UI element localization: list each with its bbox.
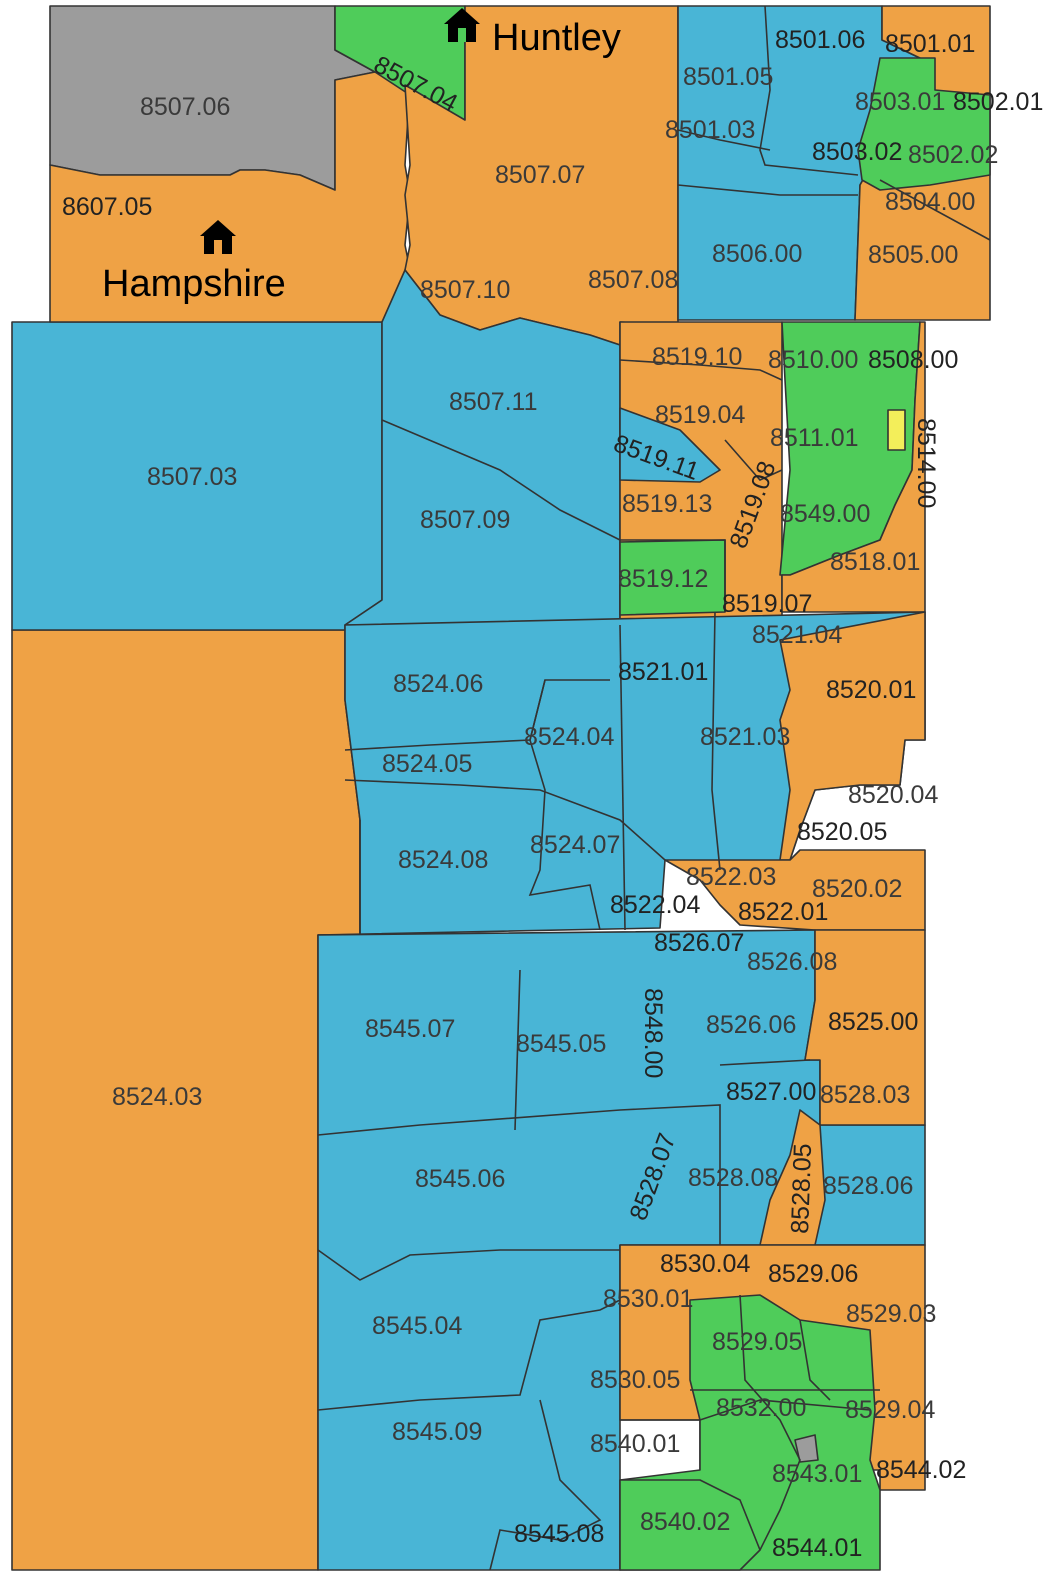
- tract-regions: [11, 5, 991, 1571]
- tract-label: 8527.00: [726, 1078, 816, 1106]
- tract-label: 8519.07: [722, 590, 812, 618]
- tract-label: 8524.05: [382, 750, 472, 778]
- tract-label: 8502.02: [908, 141, 998, 169]
- tract-label: 8525.00: [828, 1008, 918, 1036]
- tract-label: 8545.07: [365, 1015, 455, 1043]
- tract-label: 8510.00: [768, 346, 858, 374]
- tract-label: 8507.03: [147, 463, 237, 491]
- tract-label: 8505.00: [868, 241, 958, 269]
- region-8525-00[interactable]: [804, 929, 926, 1126]
- tract-label: 8540.02: [640, 1508, 730, 1536]
- tract-label: 8518.01: [830, 548, 920, 576]
- tract-label: 8520.05: [797, 818, 887, 846]
- tract-label: 8522.01: [738, 898, 828, 926]
- town-label-huntley: Huntley: [492, 17, 621, 59]
- tract-label: 8528.05: [786, 1143, 817, 1234]
- tract-label: 8507.11: [449, 388, 538, 416]
- tract-labels: 8507.06 8507.04 8607.05 8507.07 8507.10 …: [62, 26, 1043, 1562]
- tract-label: 8519.13: [622, 490, 712, 518]
- tract-label: 8528.03: [820, 1081, 910, 1109]
- tract-label: 8507.09: [420, 506, 510, 534]
- tract-label: 8545.08: [514, 1520, 604, 1548]
- tract-label: 8545.06: [415, 1165, 505, 1193]
- tract-label: 8522.04: [610, 891, 700, 919]
- tract-boundaries: [317, 5, 991, 1571]
- tract-label: 8549.00: [780, 500, 870, 528]
- tract-label: 8507.07: [495, 161, 585, 189]
- tract-label: 8544.02: [876, 1456, 966, 1484]
- tract-label: 8521.01: [618, 658, 708, 686]
- tract-label: 8519.12: [618, 565, 708, 593]
- tract-label: 8501.01: [885, 30, 975, 58]
- tract-label: 8530.04: [660, 1250, 750, 1278]
- region-8514-yellow: [887, 409, 906, 451]
- tract-label: 8529.05: [712, 1328, 802, 1356]
- tract-label: 8519.10: [652, 343, 742, 371]
- tract-label: 8526.07: [654, 929, 744, 957]
- tract-label: 8503.02: [812, 138, 902, 166]
- tract-label: 8520.01: [826, 676, 916, 704]
- tract-label: 8524.08: [398, 846, 488, 874]
- tract-label: 8501.05: [683, 63, 773, 91]
- region-8503-group[interactable]: [857, 57, 991, 191]
- tract-label: 8507.10: [420, 276, 510, 304]
- tract-label: 8511.01: [770, 424, 859, 452]
- tract-label: 8529.06: [768, 1260, 858, 1288]
- tract-label: 8544.01: [772, 1534, 862, 1562]
- tract-label: 8521.04: [752, 621, 842, 649]
- tract-label: 8526.06: [706, 1011, 796, 1039]
- tract-label: 8524.03: [112, 1083, 202, 1111]
- town-label-hampshire: Hampshire: [102, 263, 286, 305]
- tract-label: 8521.03: [700, 723, 790, 751]
- tract-label: 8526.08: [747, 948, 837, 976]
- tract-label: 8524.06: [393, 670, 483, 698]
- tract-label: 8506.00: [712, 240, 802, 268]
- tract-label: 8548.00: [639, 988, 667, 1078]
- tract-label: 8514.00: [912, 418, 940, 508]
- tract-label: 8519.04: [655, 401, 745, 429]
- house-icon: [444, 8, 480, 42]
- tract-label: 8529.04: [845, 1396, 935, 1424]
- house-icon: [200, 220, 236, 254]
- tract-label: 8503.01: [855, 88, 945, 116]
- tract-label: 8607.05: [62, 193, 152, 221]
- region-8519-11[interactable]: [619, 407, 721, 483]
- tract-label: 8543.01: [772, 1460, 862, 1488]
- tract-label: 8504.00: [885, 188, 975, 216]
- region-8518-01[interactable]: [781, 321, 926, 613]
- tract-label: 8530.05: [590, 1366, 680, 1394]
- tract-label: 8508.00: [868, 346, 958, 374]
- tract-label: 8501.03: [665, 116, 755, 144]
- tract-label: 8528.06: [823, 1172, 913, 1200]
- tract-label: 8507.08: [588, 266, 678, 294]
- tract-label: 8532.00: [716, 1394, 806, 1422]
- tract-label: 8545.05: [516, 1030, 606, 1058]
- tract-label: 8545.09: [392, 1418, 482, 1446]
- tract-label: 8540.01: [590, 1430, 680, 1458]
- tract-label: 8530.01: [603, 1285, 693, 1313]
- region-8507-11[interactable]: [344, 269, 621, 626]
- tract-label: 8528.08: [688, 1164, 778, 1192]
- tract-label: 8524.07: [530, 831, 620, 859]
- tract-label: 8522.03: [686, 863, 776, 891]
- tract-label: 8502.01: [953, 88, 1043, 116]
- tract-label: 8524.04: [524, 723, 614, 751]
- tract-label: 8520.04: [848, 781, 938, 809]
- tract-label: 8507.06: [140, 93, 230, 121]
- tract-label: 8520.02: [812, 875, 902, 903]
- region-8520-01[interactable]: [779, 611, 926, 861]
- region-gray-small: [794, 1434, 819, 1463]
- tract-label: 8529.03: [846, 1300, 936, 1328]
- tract-label: 8545.04: [372, 1312, 462, 1340]
- tract-label: 8501.06: [775, 26, 865, 54]
